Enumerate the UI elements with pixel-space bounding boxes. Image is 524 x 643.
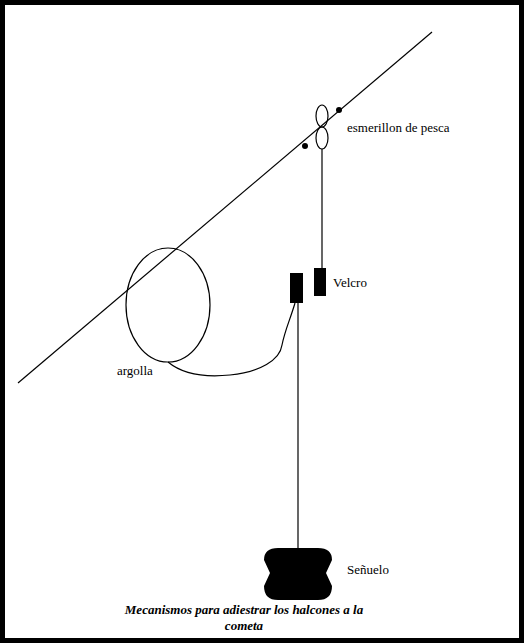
lure [264, 548, 332, 600]
part-label: argolla [116, 363, 154, 378]
swivel [316, 105, 328, 127]
cord [168, 303, 295, 376]
velcro-piece [290, 273, 303, 303]
caption: Mecanismos para adiestrar los halcones a… [119, 602, 369, 634]
frame [3, 3, 522, 641]
kite-line [18, 32, 432, 383]
part-label: Señuelo [346, 562, 390, 577]
ring [126, 248, 210, 362]
part-label: esmerillon de pesca [346, 120, 451, 135]
swivel [316, 127, 328, 149]
drop-line [321, 149, 322, 270]
part-label: Velcro [332, 275, 368, 290]
velcro-piece [314, 268, 326, 296]
lure-line [297, 303, 298, 548]
swivel-dot [302, 143, 308, 149]
swivel-dot [336, 107, 342, 113]
